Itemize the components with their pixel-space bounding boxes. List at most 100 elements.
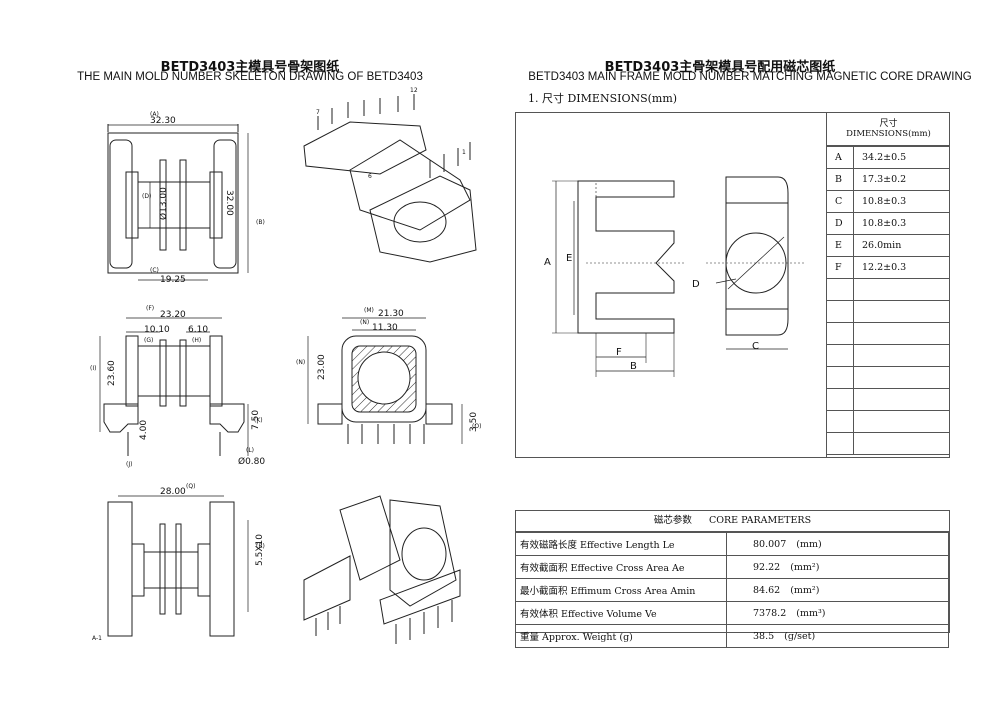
bobbin-side-view: [307, 317, 463, 444]
tag-d: (D): [142, 193, 151, 200]
dim-c-label: 19.25: [160, 275, 186, 285]
core-title-en: CORE PARAMETERS: [708, 515, 812, 526]
bobbin-drawings: (A) 32.30 32.00 (B) 19.25 (C) Ø13.00 (D)…: [90, 87, 481, 644]
dim-o-label: 3.50: [469, 412, 479, 432]
core-label-b: B: [630, 361, 637, 372]
core-label-c: C: [752, 341, 759, 352]
core-parameter-row: 有效体积 Effective Volume Ve 7378.2 (mm³): [515, 601, 949, 625]
core-parameter-unit: (mm): [796, 538, 822, 550]
bobbin-iso-top: [303, 94, 477, 263]
dimension-header-en: DIMENSIONS(mm): [846, 129, 931, 139]
dim-n-label: 23.00: [317, 354, 327, 380]
dim-f-label: 23.20: [160, 310, 186, 320]
core-drawing: A E F B D C: [544, 176, 806, 377]
pin-1-label: 1: [462, 149, 466, 156]
core-parameter-unit: (mm²): [790, 561, 820, 573]
core-parameter-row: 重量 Approx. Weight (g)38.5(g/set): [515, 624, 949, 648]
dim-i-label: 23.60: [107, 360, 117, 386]
bobbin-iso-bottom: [303, 495, 461, 644]
dimension-value: 10.8±0.3: [853, 212, 950, 235]
core-parameter-unit: (mm³): [796, 607, 826, 619]
tag-g: (G): [144, 337, 153, 344]
tag-q: (Q): [186, 483, 195, 490]
pin-a1-label: A-1: [92, 635, 102, 642]
core-parameter-value: 7378.2: [753, 607, 787, 619]
dimension-header-cn: 尺寸: [879, 119, 898, 129]
dimension-row-empty: [826, 410, 950, 433]
dimension-key: [826, 322, 854, 345]
dimension-value: [853, 322, 950, 345]
tag-r: (R): [256, 543, 265, 550]
core-parameter-value-cell: 38.5(g/set): [726, 624, 949, 648]
bobbin-front-view: [99, 317, 249, 456]
dimension-key: [826, 410, 854, 433]
dimension-key: [826, 278, 854, 301]
core-parameter-label: 有效截面积 Effective Cross Area Ae: [515, 555, 727, 579]
tag-b: (B): [256, 219, 265, 226]
dimension-row-empty: [826, 322, 950, 345]
dimension-key: F: [826, 256, 854, 279]
core-parameter-label: 有效体积 Effective Volume Ve: [515, 601, 727, 625]
right-title-cn: BETD3403主骨架模具号配用磁芯图纸: [604, 60, 836, 75]
dimension-value: [853, 344, 950, 367]
pin-6-label: 6: [368, 173, 372, 180]
dimension-row-empty: [826, 300, 950, 323]
core-parameters-panel: 磁芯参数 CORE PARAMETERS 有效磁路长度 Effective Le…: [515, 510, 950, 648]
core-parameter-value-cell: 84.62 (mm²): [726, 578, 949, 602]
dimension-key: B: [826, 168, 854, 191]
dim-d-label: Ø13.00: [158, 187, 169, 220]
dim-g-label: 10.10: [144, 325, 170, 335]
right-title-en: BETD3403 MAIN FRAME MOLD NUMBER MATCHING…: [528, 71, 972, 83]
tag-j: (J): [126, 461, 132, 468]
tag-h: (H): [192, 337, 201, 344]
dimensions-section-label: 1. 尺寸 DIMENSIONS(mm): [528, 92, 678, 105]
dimension-value: [853, 300, 950, 323]
core-parameter-value-cell: 7378.2 (mm³): [726, 601, 949, 625]
dimension-value: [853, 366, 950, 389]
dim-m1-label: 21.30: [378, 309, 404, 319]
dimension-value: 12.2±0.3: [853, 256, 950, 279]
dimension-key: E: [826, 234, 854, 257]
core-label-f: F: [616, 347, 622, 358]
bobbin-top-view: [107, 124, 249, 281]
dimension-value: [853, 388, 950, 411]
dim-k-label: 7.50: [251, 410, 261, 430]
core-parameter-label: 最小截面积 Effimum Cross Area Amin: [515, 578, 727, 602]
dimension-value: 17.3±0.2: [853, 168, 950, 191]
core-parameter-label: 有效磁路长度 Effective Length Le: [515, 532, 727, 556]
core-parameter-row: 最小截面积 Effimum Cross Area Amin 84.62 (mm²): [515, 578, 949, 602]
core-parameters-header: 磁芯参数 CORE PARAMETERS: [516, 511, 949, 532]
pin-7-label: 7: [316, 109, 320, 116]
dimension-row-empty: [826, 366, 950, 389]
core-label-a: A: [544, 257, 551, 268]
dimension-value: 10.8±0.3: [853, 190, 950, 213]
dimension-key: [826, 300, 854, 323]
core-parameter-label: 重量 Approx. Weight (g): [515, 624, 727, 648]
core-parameter-value: 84.62: [753, 584, 781, 596]
dimension-value: 26.0min: [853, 234, 950, 257]
dimension-key: [826, 432, 854, 455]
core-parameter-unit: (mm²): [790, 584, 820, 596]
dimension-value: [853, 278, 950, 301]
left-title-cn: BETD3403主模具号骨架图纸: [160, 60, 340, 75]
dim-j-label: 4.00: [139, 420, 149, 440]
dimension-row-empty: [826, 388, 950, 411]
dim-m2-label: 11.30: [372, 323, 398, 333]
tag-k: (K): [254, 417, 263, 424]
tag-m2: (N): [360, 319, 369, 326]
tag-l: (L): [246, 447, 254, 454]
dim-h-label: 6.10: [188, 325, 208, 335]
dimension-row-empty: [826, 432, 950, 455]
core-parameter-value: 38.5: [753, 630, 775, 642]
core-parameter-value-cell: 92.22(mm²): [726, 555, 949, 579]
tag-i: (I): [90, 365, 96, 372]
tag-f: (F): [146, 305, 154, 312]
